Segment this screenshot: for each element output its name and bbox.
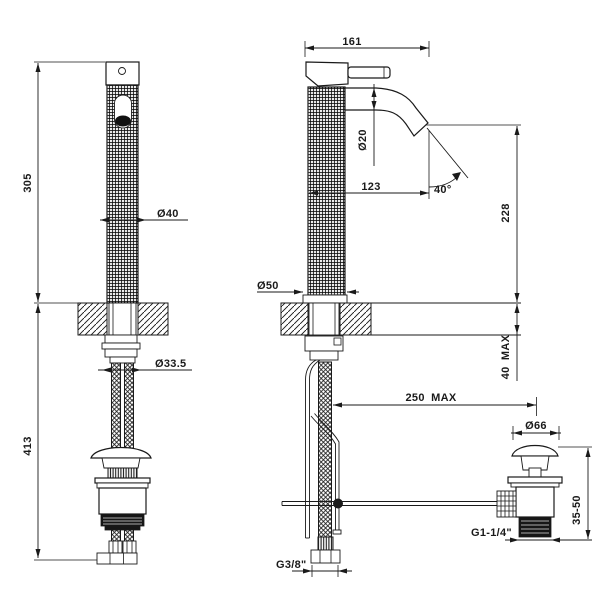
side-dim-arrows (294, 45, 591, 574)
side-dimensions: 161 Ø20 123 40° 228 Ø50 40 MAX 250 MAX Ø… (257, 36, 592, 577)
front-waste-cap (90, 447, 152, 459)
dim-waste-cap-diameter: Ø66 (525, 420, 547, 432)
supply-hose-fitting (310, 549, 341, 564)
dim-popup-rod-reach: 250 MAX (406, 392, 457, 404)
side-waste-housing (515, 486, 555, 518)
dim-height-below-deck: 413 (22, 436, 34, 455)
side-spout (344, 87, 429, 137)
side-waste-neck (520, 455, 550, 471)
side-popup-waste (496, 445, 563, 538)
front-countertop (77, 302, 169, 336)
side-faucet-body (302, 61, 429, 304)
side-waste-thread (518, 516, 552, 538)
front-mounting-hardware (101, 334, 141, 364)
front-dimensions: 305 413 Ø40 Ø33.5 (22, 61, 192, 561)
side-handle (305, 61, 349, 87)
front-hose-fittings (96, 552, 138, 565)
front-handle-pin (118, 67, 126, 75)
side-shank (308, 302, 340, 336)
dim-waste-thread: G1-1/4" (471, 527, 512, 539)
side-supply-hose (318, 361, 332, 538)
side-base-ring (302, 294, 348, 304)
front-waste-knurl (107, 467, 138, 479)
front-spout-outlet (115, 115, 131, 127)
front-counter-right (137, 302, 169, 336)
front-waste-housing (98, 487, 147, 515)
dim-body-diameter: Ø40 (157, 208, 179, 220)
front-view: 305 413 Ø40 Ø33.5 (22, 61, 192, 565)
side-knurled-column (307, 86, 346, 296)
front-popup-waste (90, 447, 152, 565)
dim-overall-depth: 161 (342, 36, 361, 48)
dim-spout-reach: 123 (361, 181, 380, 193)
side-waste-cap (511, 445, 559, 457)
front-faucet-body (105, 61, 140, 304)
front-dim-arrows (35, 63, 146, 558)
front-counter-left (77, 302, 108, 336)
front-shank (108, 302, 137, 336)
dim-shank-diameter: Ø33.5 (155, 358, 186, 370)
side-waste-knurled-nut (496, 490, 517, 518)
side-counter-right (339, 302, 372, 336)
side-mounting-hardware (304, 335, 344, 361)
dim-spout-diameter: Ø20 (357, 129, 369, 151)
front-waste-neck (101, 457, 141, 469)
dim-height-above-deck: 305 (22, 173, 34, 192)
popup-horizontal-rod (281, 501, 498, 506)
side-counter-left (280, 302, 309, 336)
dim-waste-height-range: 35-50 (571, 495, 583, 525)
popup-rod (310, 415, 336, 530)
side-countertop (280, 302, 521, 336)
dim-deck-thickness-max: 40 MAX (500, 334, 512, 379)
dim-supply-thread: G3/8" (276, 559, 307, 571)
side-lever-rod (347, 66, 391, 79)
side-view: 161 Ø20 123 40° 228 Ø50 40 MAX 250 MAX Ø… (257, 36, 592, 577)
side-plumbing (281, 359, 498, 564)
popup-rod-pivot (333, 498, 343, 509)
dim-spout-angle: 40° (434, 184, 452, 196)
dim-base-diameter: Ø50 (257, 280, 279, 292)
dim-spout-height: 228 (500, 203, 512, 222)
